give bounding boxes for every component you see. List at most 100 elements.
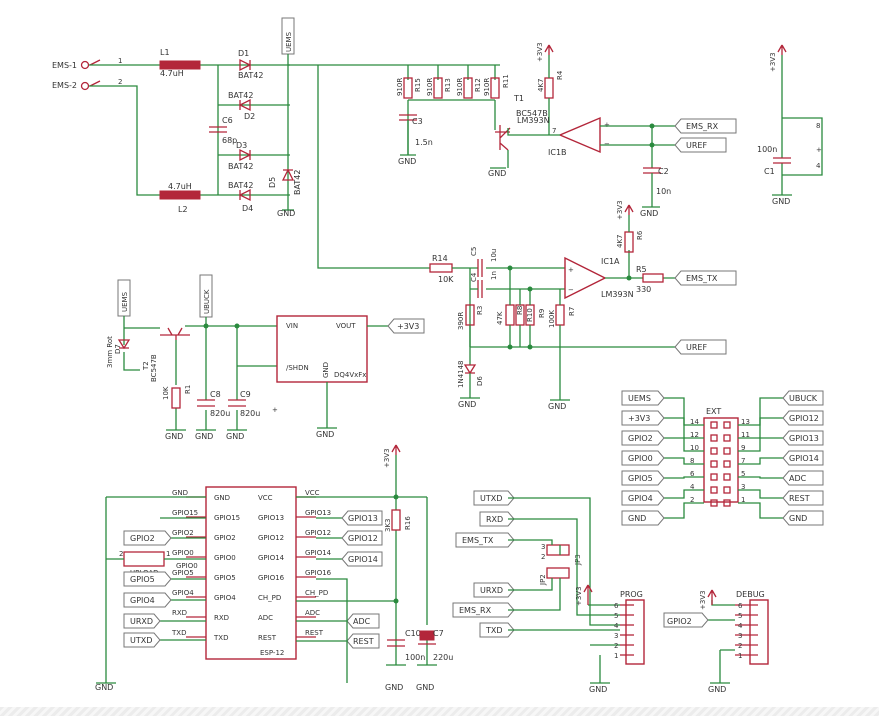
C6-name: C6 <box>222 116 233 125</box>
gnd-reg: GND <box>316 430 334 439</box>
ext-left-tag: GPIO5 <box>621 470 665 486</box>
ems2-label: EMS-2 <box>52 81 77 90</box>
comparator-IC1B: + − IC1B LM393N 7 <box>517 116 610 157</box>
ext-left-tag-text: GPIO0 <box>628 454 653 463</box>
gnd-c9: GND <box>226 432 244 441</box>
esp-left-pin: GPIO0 <box>214 554 236 562</box>
C3-name: C3 <box>412 117 423 126</box>
diode-D3: D3 BAT42 <box>228 141 253 171</box>
ext-left-pin: 8 <box>690 457 694 465</box>
prog-net-tag-text: TXD <box>485 626 503 635</box>
ext-right-tag: GND <box>782 510 824 526</box>
esp-left-net: GPIO5 <box>172 569 194 577</box>
prog-net-tag: EMS_TX <box>455 532 515 548</box>
esp-left-tag: GPIO4 <box>123 592 172 608</box>
resistor-R15: 910R R15 <box>396 77 422 99</box>
net-tag-uref-2: UREF <box>674 339 727 355</box>
capacitor-C6: C6 68p <box>209 116 237 145</box>
gnd-label: GND <box>277 209 295 218</box>
capacitor-C8: C8 820u GND <box>195 390 230 441</box>
esp-right-tag: GPIO14 <box>341 551 383 567</box>
uems-net-tag: UEMS <box>281 17 295 65</box>
ems-tx-tag: EMS_TX <box>686 274 718 283</box>
esp-right-pins: VCCVCCGPIO13GPIO13GPIO12GPIO12GPIO14GPIO… <box>258 489 332 642</box>
C7-value: 220u <box>433 653 453 662</box>
R5-value: 330 <box>636 285 651 294</box>
prog-name: PROG <box>620 590 643 599</box>
D1-value: BAT42 <box>238 71 263 80</box>
ubuck-tag-text: UBUCK <box>203 289 211 314</box>
resistor-R12: 910R R12 <box>456 77 482 99</box>
C10-name: C10 <box>405 629 421 638</box>
gnd-t1: GND <box>488 169 506 178</box>
resistor-R5: R5 330 <box>636 265 664 294</box>
L2-name: L2 <box>178 205 188 214</box>
gnd-d6: GND <box>458 400 476 409</box>
esp-right-net: GPIO16 <box>305 569 332 577</box>
v3v3-prog: +3V3 <box>575 586 583 606</box>
gnd-c8: GND <box>195 432 213 441</box>
esp-right-tag: ADC <box>346 613 380 629</box>
esp-left-tag-text: GPIO5 <box>130 575 155 584</box>
esp-right-tag: REST <box>346 633 380 649</box>
ext-left-pin: 10 <box>690 444 699 452</box>
ext-right-pin: 9 <box>741 444 745 452</box>
v3v3-esp: +3V3 <box>383 448 391 468</box>
esp-right-net: CH_PD <box>305 589 328 597</box>
capacitor-C7: C7 220u GND <box>416 629 453 692</box>
esp-left-pin: RXD <box>214 614 229 622</box>
esp-left-pin: GPIO15 <box>214 514 240 522</box>
D6-name: D6 <box>476 376 484 386</box>
capacitor-C2: C2 10n GND <box>640 167 671 218</box>
JP2-name: JP2 <box>539 574 547 586</box>
esp-right-pin: GPIO12 <box>258 534 284 542</box>
svg-text:−: − <box>568 286 574 294</box>
R16-name: R16 <box>404 516 412 530</box>
debug-pin-number: 3 <box>738 632 742 640</box>
prog-net-tag: TXD <box>479 622 515 638</box>
JP3-name: JP3 <box>574 554 582 566</box>
uems-tag-text: UEMS <box>285 31 293 52</box>
ext-right-tag: UBUCK <box>782 390 824 406</box>
ext-right-tag-text: UBUCK <box>789 394 818 403</box>
D1-name: D1 <box>238 49 249 58</box>
uems-tag-2: UEMS <box>117 279 131 317</box>
ext-left-pin: 6 <box>690 470 695 478</box>
esp-right-pin: REST <box>258 634 277 642</box>
C8-name: C8 <box>210 390 221 399</box>
C2-value: 10n <box>656 187 671 196</box>
esp-left-tag-text: GPIO4 <box>130 596 155 605</box>
esp-right-net: ADC <box>305 609 320 617</box>
ext-left-tag: GPIO4 <box>621 490 665 506</box>
prog-net-tag-text: EMS_TX <box>462 536 494 545</box>
C3-value: 1.5n <box>415 138 433 147</box>
esp-left-pin: GPIO5 <box>214 574 236 582</box>
resistor-R16: 3K3 R16 <box>384 509 412 532</box>
svg-text:+: + <box>272 406 278 414</box>
prog-net-tag-text: EMS_RX <box>459 606 492 615</box>
uref-tag-2: UREF <box>686 343 707 352</box>
prog-header: PROG <box>620 590 645 665</box>
inductor-L2: 4.7uH L2 <box>159 182 201 214</box>
R14-value: 10K <box>438 275 454 284</box>
R15-value: 910R <box>396 78 404 96</box>
ems-rx-tag: EMS_RX <box>686 122 719 131</box>
D7-name: D7 <box>114 344 122 354</box>
D6-value: 1N4148 <box>457 360 465 388</box>
transistor-T1: T1 BC547B GND <box>488 94 548 178</box>
ext-right-tag: ADC <box>782 470 824 486</box>
esp-left-pin: GPIO4 <box>214 594 236 602</box>
C9-name: C9 <box>240 390 251 399</box>
pin2-label: 2 <box>118 78 122 86</box>
ext-right-pin: 5 <box>741 470 745 478</box>
L2-value: 4.7uH <box>168 182 192 191</box>
C4-name: C4 <box>470 272 478 282</box>
C1-name: C1 <box>764 167 775 176</box>
prog-net-tag-text: RXD <box>486 515 503 524</box>
svg-text:4: 4 <box>816 162 821 170</box>
ext-right-tag-text: GPIO14 <box>789 454 819 463</box>
ext-right-tag: GPIO12 <box>782 410 824 426</box>
prog-net-tag-text: UTXD <box>480 494 502 503</box>
R10-name: R10 <box>526 308 534 322</box>
esp-right-net: GPIO12 <box>305 529 331 537</box>
